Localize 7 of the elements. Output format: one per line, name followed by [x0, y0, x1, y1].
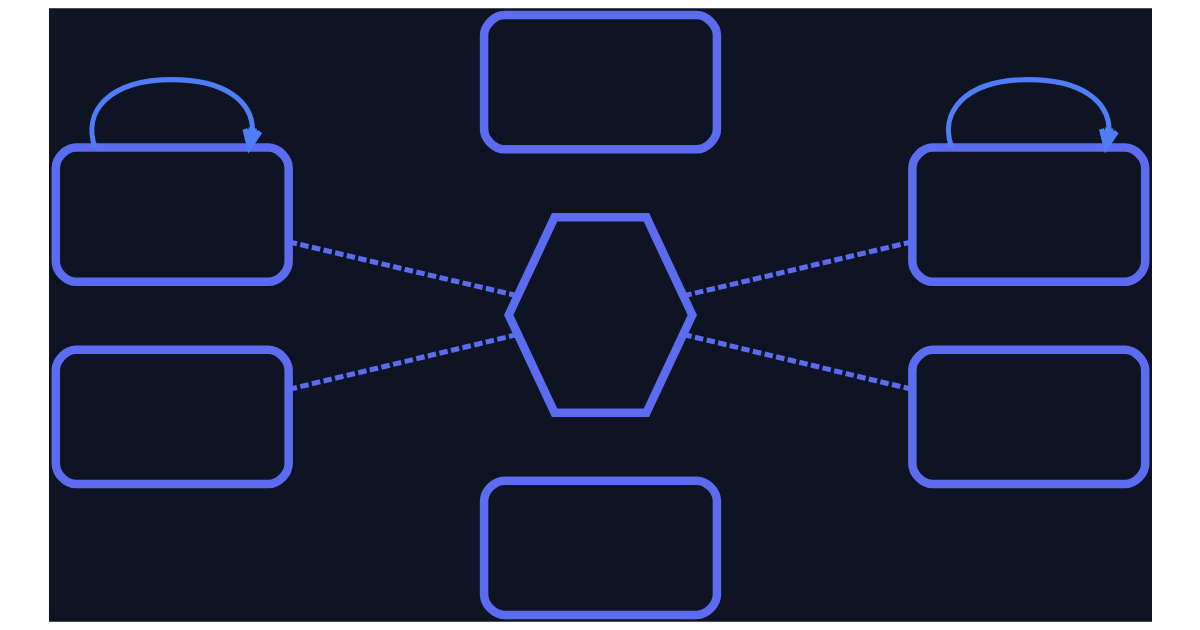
node-box	[51, 143, 293, 287]
node-box	[907, 143, 1149, 287]
node-box	[479, 10, 721, 154]
node-box	[907, 345, 1149, 489]
node-box	[479, 476, 721, 620]
node-hexagon	[503, 213, 697, 417]
node-box	[51, 345, 293, 489]
